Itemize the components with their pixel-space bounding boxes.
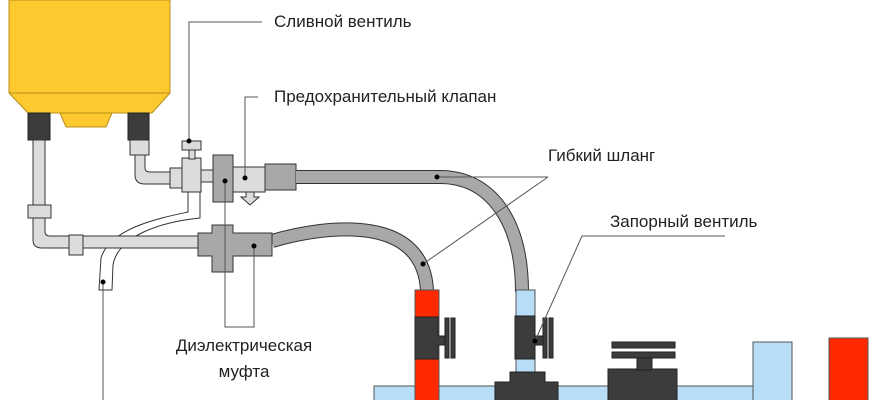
label-dielectric-coupling-1: Диэлектрическая <box>176 336 312 355</box>
hot-outlet-pipe <box>129 139 215 193</box>
drain-valve-tee <box>181 157 202 193</box>
dielectric-coupling-lower <box>197 224 273 273</box>
safety-valve <box>232 166 266 206</box>
cold-riser <box>752 341 793 400</box>
shutoff-valve-hot <box>414 316 456 360</box>
water-heater-tank <box>8 0 171 128</box>
tank-outlet-nipple-left <box>27 112 51 141</box>
label-dielectric-coupling-2: муфта <box>219 362 270 381</box>
pipe-coupling <box>27 204 52 219</box>
label-safety-valve: Предохранительный клапан <box>274 87 496 106</box>
label-drain-valve: Сливной вентиль <box>274 12 412 31</box>
main-shutoff-valve <box>607 341 678 400</box>
drain-hose <box>98 192 201 291</box>
dielectric-coupling-upper <box>212 154 234 203</box>
cold-inlet-pipe <box>27 139 201 256</box>
shutoff-valve-cold <box>514 315 554 360</box>
pipe-coupling <box>68 234 84 256</box>
tee-fitting <box>494 371 559 400</box>
tank-outlet-nipple-right <box>127 112 150 141</box>
hot-riser <box>828 337 869 400</box>
label-flexible-hose: Гибкий шланг <box>548 146 655 165</box>
leader-lines <box>100 21 725 400</box>
label-shutoff-valve: Запорный вентиль <box>610 212 758 231</box>
drain-valve-handle <box>181 140 202 151</box>
hose-fitting <box>264 163 297 191</box>
